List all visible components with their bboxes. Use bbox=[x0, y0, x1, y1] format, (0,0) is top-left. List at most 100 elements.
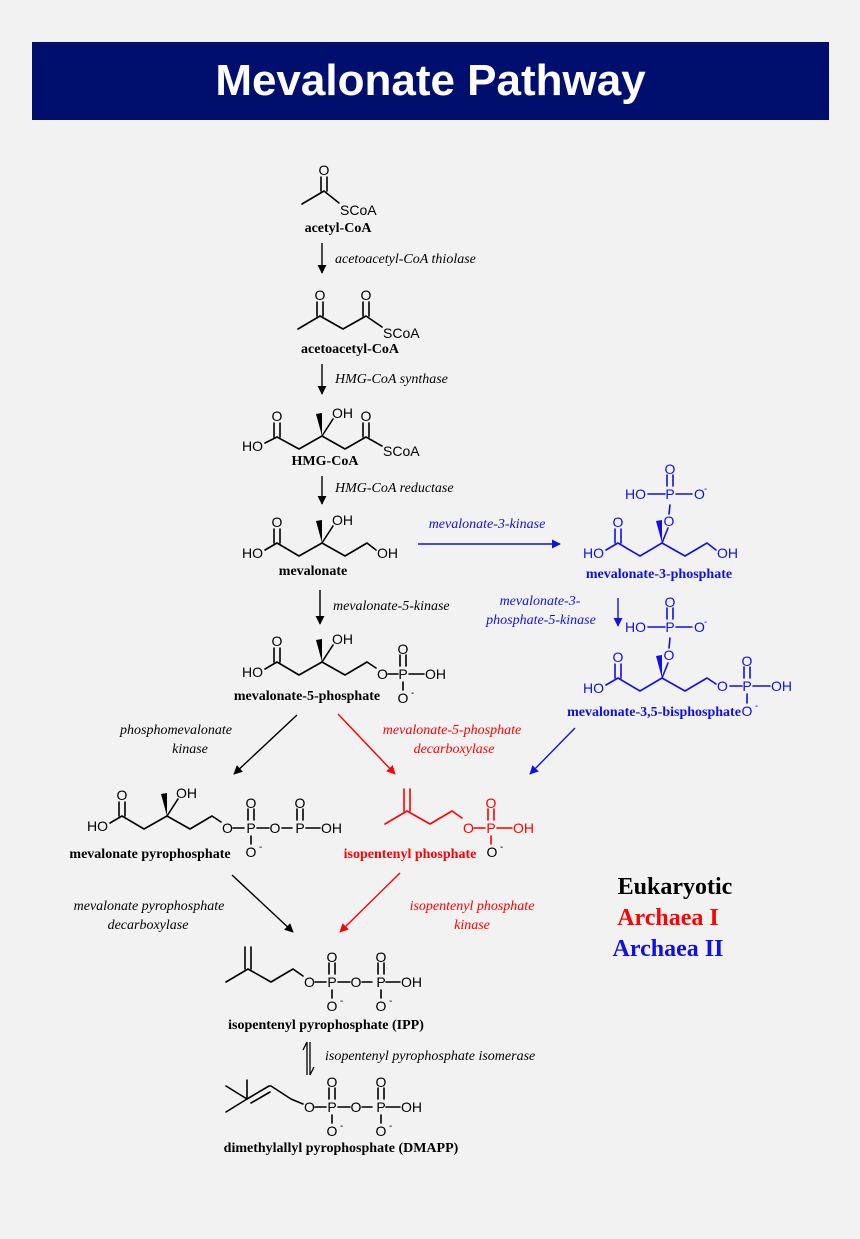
atom-ho: HO bbox=[625, 486, 646, 502]
atom-o: O bbox=[665, 461, 676, 477]
page-title: Mevalonate Pathway bbox=[215, 56, 646, 105]
atom-oh: OH bbox=[321, 820, 342, 836]
atom-oh: OH bbox=[401, 974, 422, 990]
compound-label-mevalonate-3-phosphate: mevalonate-3-phosphate bbox=[586, 567, 732, 582]
atom-oh: OH bbox=[771, 678, 792, 694]
enzyme-hmgcr: HMG-CoA reductase bbox=[334, 481, 454, 496]
atom-ho: HO bbox=[87, 818, 108, 834]
enzyme-ipk-line1: isopentenyl phosphate bbox=[410, 899, 535, 914]
atom-p: P bbox=[376, 974, 385, 990]
atom-oh: OH bbox=[176, 785, 197, 801]
atom-o: O bbox=[664, 513, 675, 529]
atom-o: O bbox=[246, 795, 257, 811]
atom-p: P bbox=[246, 820, 255, 836]
atom-ho: HO bbox=[583, 680, 604, 696]
atom-oh: OH bbox=[513, 820, 534, 836]
atom-o: O bbox=[717, 678, 728, 694]
atom-p: P bbox=[398, 666, 407, 682]
atom-o: O bbox=[694, 619, 705, 635]
compound-label-acetoacetyl-coa: acetoacetyl-CoA bbox=[301, 342, 400, 357]
compound-label-dmapp: dimethylallyl pyrophosphate (DMAPP) bbox=[224, 1141, 459, 1156]
atom-p: P bbox=[742, 678, 751, 694]
atom-scoa: SCoA bbox=[383, 325, 420, 341]
atom-p: P bbox=[665, 486, 674, 502]
atom-o: O bbox=[327, 1123, 338, 1139]
atom-o: O bbox=[351, 1099, 362, 1115]
atom-charge: - bbox=[259, 842, 262, 853]
mevalonate-pyrophosphate-structure: O OH HO O P O O P O OH O - bbox=[87, 785, 342, 860]
legend-archaea-i: Archaea I bbox=[617, 905, 719, 931]
enzyme-mpd-line1: mevalonate pyrophosphate bbox=[74, 899, 225, 914]
atom-o: O bbox=[319, 162, 330, 178]
compound-label-mevalonate-5-phosphate: mevalonate-5-phosphate bbox=[234, 689, 380, 704]
atom-o: O bbox=[694, 486, 705, 502]
arrow-archaea-ii-decarboxylase bbox=[529, 727, 576, 775]
acetoacetyl-coa-structure: O O SCoA bbox=[297, 287, 420, 341]
atom-charge: - bbox=[704, 617, 707, 628]
atom-o: O bbox=[613, 514, 624, 530]
compound-label-mevalonate: mevalonate bbox=[279, 564, 347, 579]
mevalonate-3-phosphate-structure: O O P O HO O - HO OH bbox=[583, 461, 738, 561]
acetyl-coa-structure: O SCoA bbox=[301, 162, 377, 218]
atom-scoa: SCoA bbox=[340, 202, 377, 218]
atom-o: O bbox=[361, 287, 372, 303]
atom-o: O bbox=[613, 649, 624, 665]
atom-o: O bbox=[270, 820, 281, 836]
atom-o: O bbox=[664, 647, 675, 663]
isopentenyl-phosphate-structure: O P O OH O - bbox=[384, 788, 534, 860]
enzyme-m5p-decarboxylase-line2: decarboxylase bbox=[414, 742, 495, 757]
enzyme-thiolase: acetoacetyl-CoA thiolase bbox=[335, 252, 476, 267]
atom-p: P bbox=[376, 1099, 385, 1115]
dmapp-structure: O P O O P O OH O - O - bbox=[225, 1074, 422, 1139]
atom-o: O bbox=[327, 1074, 338, 1090]
atom-o: O bbox=[351, 974, 362, 990]
compound-label-hmg-coa: HMG-CoA bbox=[292, 454, 360, 469]
compound-label-ipp: isopentenyl pyrophosphate (IPP) bbox=[228, 1018, 424, 1033]
mevalonate-3-5-bisphosphate-structure: O O P O HO O - HO O P O OH O - bbox=[583, 594, 792, 719]
atom-oh: OH bbox=[377, 545, 398, 561]
atom-o: O bbox=[742, 703, 753, 719]
atom-charge: - bbox=[340, 1121, 343, 1132]
enzyme-mpd-line2: decarboxylase bbox=[108, 918, 189, 933]
enzyme-hmgcs: HMG-CoA synthase bbox=[334, 372, 448, 387]
legend-archaea-ii: Archaea II bbox=[613, 936, 724, 962]
atom-p: P bbox=[486, 820, 495, 836]
atom-p: P bbox=[327, 1099, 336, 1115]
enzyme-phosphomevalonate-kinase-line1: phosphomevalonate bbox=[119, 723, 232, 738]
atom-ho: HO bbox=[242, 545, 263, 561]
atom-ho: HO bbox=[242, 438, 263, 454]
atom-o: O bbox=[304, 974, 315, 990]
arrow-mevalonate-5-phosphate-decarboxylase bbox=[337, 713, 396, 775]
enzyme-mevalonate-5-kinase: mevalonate-5-kinase bbox=[333, 599, 450, 614]
compound-label-mevalonate-3-5-bisphosphate: mevalonate-3,5-bisphosphate bbox=[567, 705, 741, 720]
atom-o: O bbox=[361, 408, 372, 424]
atom-charge: - bbox=[389, 996, 392, 1007]
atom-o: O bbox=[376, 949, 387, 965]
mevalonate-5-phosphate-structure: O OH HO O P O OH O - bbox=[242, 631, 446, 706]
atom-ho: HO bbox=[583, 545, 604, 561]
ipp-structure: O P O O P O OH O - O - bbox=[225, 946, 422, 1014]
enzyme-isomerase: isopentenyl pyrophosphate isomerase bbox=[325, 1049, 535, 1064]
arrow-isopentenyl-phosphate-kinase bbox=[339, 872, 401, 933]
enzyme-mevalonate-3-phosphate-5-kinase-line1: mevalonate-3- bbox=[500, 594, 581, 609]
isomerase-equilibrium-arrow bbox=[302, 1041, 315, 1076]
atom-o: O bbox=[398, 641, 409, 657]
atom-ho: HO bbox=[242, 664, 263, 680]
compound-label-isopentenyl-phosphate: isopentenyl phosphate bbox=[344, 847, 477, 862]
compound-label-acetyl-coa: acetyl-CoA bbox=[305, 221, 373, 236]
atom-oh: OH bbox=[425, 666, 446, 682]
atom-oh: OH bbox=[717, 545, 738, 561]
atom-p: P bbox=[327, 974, 336, 990]
atom-charge: - bbox=[500, 842, 503, 853]
atom-o: O bbox=[742, 653, 753, 669]
atom-o: O bbox=[376, 998, 387, 1014]
atom-oh: OH bbox=[332, 405, 353, 421]
enzyme-m5p-decarboxylase-line1: mevalonate-5-phosphate bbox=[383, 723, 521, 738]
atom-o: O bbox=[272, 514, 283, 530]
compound-label-mevalonate-pyrophosphate: mevalonate pyrophosphate bbox=[69, 847, 230, 862]
atom-o: O bbox=[327, 998, 338, 1014]
hmg-coa-structure: O O OH HO SCoA bbox=[242, 405, 420, 459]
atom-ho: HO bbox=[625, 619, 646, 635]
enzyme-mevalonate-3-kinase: mevalonate-3-kinase bbox=[429, 517, 546, 532]
atom-p: P bbox=[665, 619, 674, 635]
